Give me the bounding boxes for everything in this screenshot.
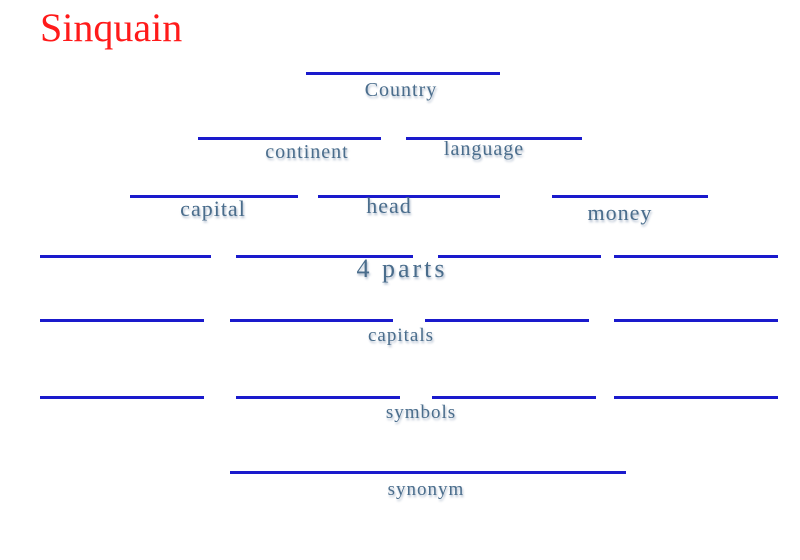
word-money: money (587, 200, 653, 225)
blank-line (614, 255, 778, 258)
blank-line (40, 319, 204, 322)
word-capitals: capitals (367, 325, 435, 346)
blank-line (236, 255, 413, 258)
blank-line (425, 319, 589, 322)
blank-line (40, 396, 204, 399)
blank-line (432, 396, 596, 399)
word-4-parts: 4 parts (356, 254, 448, 283)
sinquain-title: Sinquain (40, 5, 183, 50)
word-language: language (443, 138, 525, 160)
blank-line (614, 319, 778, 322)
blank-line (130, 195, 298, 198)
blank-line (198, 137, 381, 140)
word-head: head (366, 193, 412, 218)
blank-line (306, 72, 500, 75)
blank-line (230, 471, 626, 474)
blank-line (236, 396, 400, 399)
word-synonym: synonym (387, 479, 465, 500)
word-continent: continent (265, 141, 349, 163)
word-capital: capital (180, 196, 246, 221)
blank-line (230, 319, 393, 322)
blank-line (318, 195, 500, 198)
blank-line (40, 255, 211, 258)
blank-line (614, 396, 778, 399)
word-country: Country (364, 79, 438, 101)
blank-line (438, 255, 601, 258)
word-symbols: symbols (385, 402, 457, 423)
blank-line (552, 195, 708, 198)
blank-line (406, 137, 582, 140)
